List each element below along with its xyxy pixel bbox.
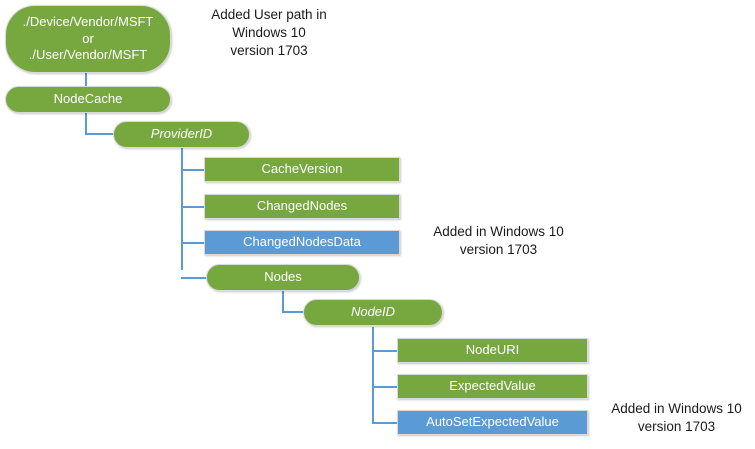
connector-providerid-to-cacheversion (181, 169, 205, 171)
node-changednodesdata-label: ChangedNodesData (243, 234, 361, 250)
node-root[interactable]: ./Device/Vendor/MSFT or ./User/Vendor/MS… (5, 5, 171, 73)
node-changednodesdata[interactable]: ChangedNodesData (204, 230, 400, 255)
node-nodecache[interactable]: NodeCache (5, 86, 171, 113)
node-changednodes[interactable]: ChangedNodes (204, 194, 400, 219)
connector-nodeid-to-nodeuri (372, 350, 398, 352)
connector-root-to-nodecache (85, 72, 87, 87)
node-nodes[interactable]: Nodes (206, 264, 360, 291)
connector-nodecache-down (85, 112, 87, 135)
connector-nodeid-spine (372, 327, 374, 423)
annotation-changednodesdata-added: Added in Windows 10 version 1703 (433, 224, 564, 257)
node-root-label: ./Device/Vendor/MSFT or ./User/Vendor/MS… (22, 14, 154, 63)
connector-nodes-down (282, 290, 284, 312)
node-expectedvalue-label: ExpectedValue (449, 378, 536, 394)
node-nodeid-label: NodeID (350, 304, 396, 320)
node-expectedvalue[interactable]: ExpectedValue (397, 374, 588, 399)
connector-providerid-to-changednodesdata (181, 242, 205, 244)
annotation-added-user-path: Added User path in Windows 10 version 17… (211, 7, 327, 58)
node-nodeuri[interactable]: NodeURI (397, 338, 588, 363)
connector-nodecache-to-providerid (85, 133, 115, 135)
node-autosetexpectedvalue-label: AutoSetExpectedValue (426, 414, 559, 430)
annotation-autosetexpectedvalue-added: Added in Windows 10 version 1703 (611, 401, 742, 434)
node-changednodes-label: ChangedNodes (256, 198, 348, 214)
node-providerid[interactable]: ProviderID (113, 121, 250, 148)
node-nodes-label: Nodes (264, 269, 302, 285)
node-autosetexpectedvalue[interactable]: AutoSetExpectedValue (397, 410, 588, 435)
connector-nodes-to-nodeid (282, 311, 306, 313)
connector-providerid-to-nodes (181, 277, 207, 279)
node-nodeid[interactable]: NodeID (303, 299, 443, 326)
connector-nodeid-to-autosetexpectedvalue (372, 422, 398, 424)
connector-providerid-to-changednodes (181, 206, 205, 208)
node-cacheversion-label: CacheVersion (261, 161, 343, 177)
node-cacheversion[interactable]: CacheVersion (204, 157, 400, 182)
node-providerid-label: ProviderID (150, 126, 213, 142)
node-nodecache-label: NodeCache (53, 91, 123, 107)
connector-nodeid-to-expectedvalue (372, 386, 398, 388)
node-nodeuri-label: NodeURI (465, 342, 520, 358)
connector-providerid-spine (181, 148, 183, 270)
